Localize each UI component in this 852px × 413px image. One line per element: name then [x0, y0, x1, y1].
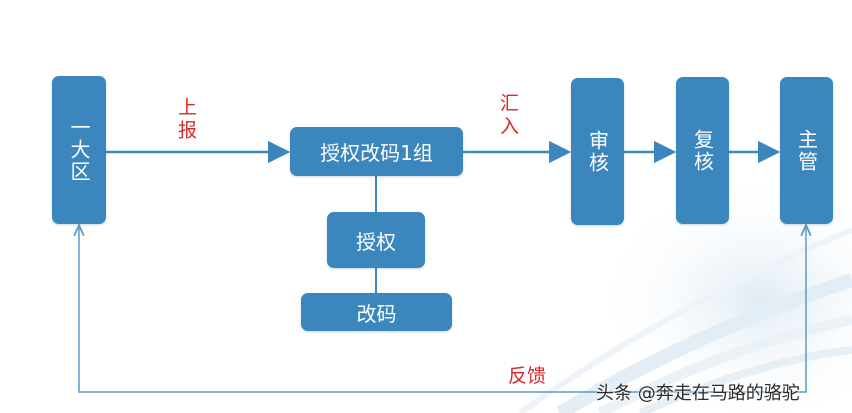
- node-manager-label: 主管: [794, 128, 819, 173]
- node-auth-group: 授权改码1组: [290, 127, 463, 176]
- edge-label-merge: 汇入: [497, 93, 519, 139]
- node-district-label: 一大区: [67, 117, 91, 183]
- node-recheck-label: 复核: [690, 128, 715, 173]
- node-recode-label: 改码: [356, 301, 397, 326]
- node-district: 一大区: [52, 76, 106, 224]
- arrow-feedback: [79, 225, 806, 393]
- node-recode: 改码: [301, 293, 452, 331]
- edge-label-feedback: 反馈: [508, 365, 547, 387]
- node-auth: 授权: [327, 212, 425, 268]
- edge-label-report: 上报: [175, 97, 197, 143]
- node-auth-group-label: 授权改码1组: [320, 141, 433, 165]
- node-manager: 主管: [780, 77, 833, 224]
- node-review: 审核: [571, 78, 624, 225]
- node-auth-label: 授权: [356, 229, 396, 254]
- watermark-text: 头条 @奔走在马路的骆驼: [596, 383, 800, 404]
- node-recheck: 复核: [676, 77, 729, 224]
- node-review-label: 审核: [585, 129, 610, 174]
